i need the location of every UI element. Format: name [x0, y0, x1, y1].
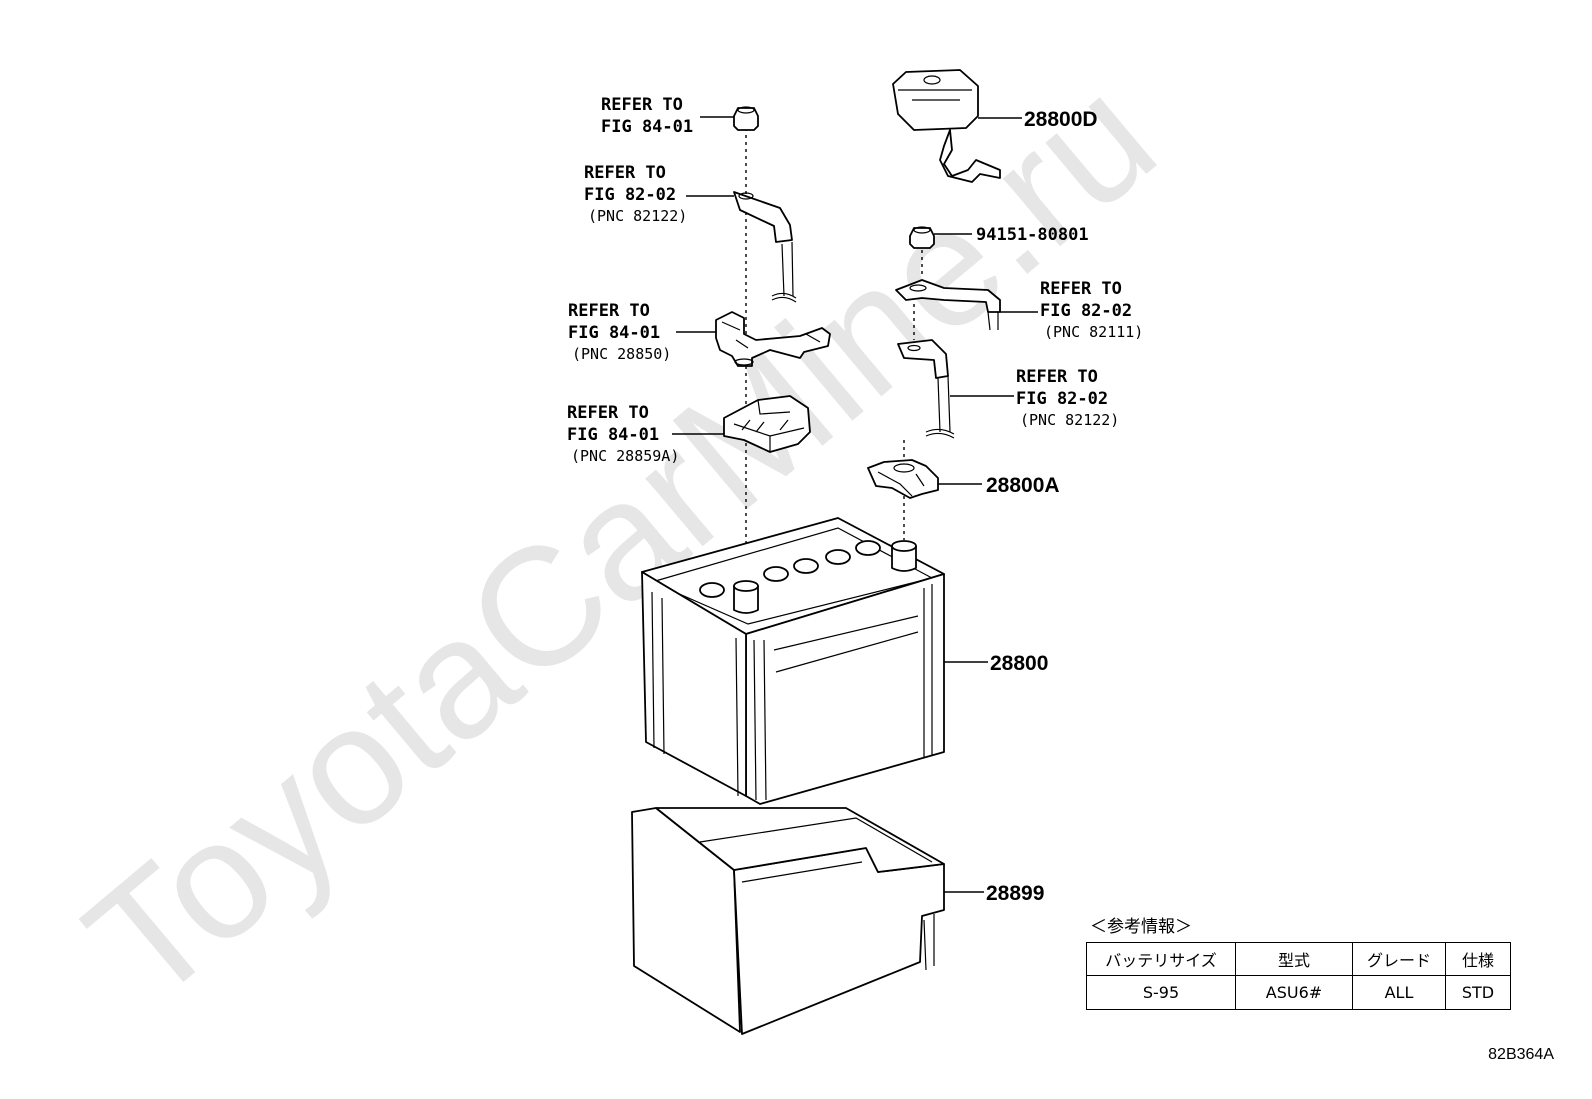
table-cell-spec: STD	[1445, 975, 1511, 1010]
pos-cable-ref-a-line2: FIG 82-02	[1040, 301, 1132, 321]
neg-terminal-ref-line1: REFER TO	[568, 301, 650, 321]
table-cell-grade: ALL	[1352, 975, 1446, 1010]
holder-ref-line2: FIG 84-01	[567, 425, 659, 445]
battery[interactable]	[641, 517, 945, 805]
positive-nut[interactable]	[909, 226, 935, 249]
table-cell-model: ASU6#	[1235, 975, 1353, 1010]
neg-cable-ref-line2: FIG 82-02	[584, 185, 676, 205]
negative-cable-terminal[interactable]	[733, 191, 797, 303]
pos-cable-ref-b-line1: REFER TO	[1016, 367, 1098, 387]
pos-cable-ref-a-line1: REFER TO	[1040, 279, 1122, 299]
battery-tray[interactable]	[631, 807, 945, 1035]
part-number-28800D: 28800D	[1024, 108, 1098, 131]
table-header-model: 型式	[1235, 942, 1353, 976]
diagram-code: 82B364A	[1488, 1046, 1554, 1063]
pos-cable-ref-a-line3: (PNC 82111)	[1044, 323, 1143, 341]
terminal-holder[interactable]	[723, 395, 811, 453]
neg-terminal-ref-line3: (PNC 28850)	[572, 345, 671, 363]
pos-cable-ref-b-line2: FIG 82-02	[1016, 389, 1108, 409]
negative-battery-terminal[interactable]	[715, 311, 831, 367]
table-header-battery-size: バッテリサイズ	[1086, 942, 1236, 976]
table-header-grade: グレード	[1352, 942, 1446, 976]
positive-secondary-cable[interactable]	[897, 339, 955, 439]
nut-ref-line2: FIG 84-01	[601, 117, 693, 137]
holder-ref-line1: REFER TO	[567, 403, 649, 423]
pos-cable-ref-b-line3: (PNC 82122)	[1020, 411, 1119, 429]
negative-nut[interactable]	[733, 106, 759, 131]
holder-ref-line3: (PNC 28859A)	[571, 447, 679, 465]
positive-terminal-cover[interactable]	[892, 69, 1001, 183]
positive-cable-terminal[interactable]	[895, 279, 1001, 331]
table-row: S-95 ASU6# ALL STD	[1086, 975, 1511, 1010]
table-header-spec: 仕様	[1445, 942, 1511, 976]
table-cell-battery-size: S-95	[1086, 975, 1236, 1010]
reference-info-table: バッテリサイズ 型式 グレード 仕様 S-95 ASU6# ALL STD	[1086, 942, 1511, 1010]
nut-ref-line1: REFER TO	[601, 95, 683, 115]
part-number-94151-80801: 94151-80801	[976, 225, 1089, 245]
neg-cable-ref-line1: REFER TO	[584, 163, 666, 183]
part-number-28899: 28899	[986, 882, 1044, 905]
part-number-28800: 28800	[990, 652, 1048, 675]
neg-terminal-ref-line2: FIG 84-01	[568, 323, 660, 343]
part-number-28800A: 28800A	[986, 474, 1060, 497]
positive-terminal-clamp[interactable]	[867, 459, 939, 499]
reference-info-title: ＜参考情報＞	[1090, 917, 1192, 937]
neg-cable-ref-line3: (PNC 82122)	[588, 207, 687, 225]
